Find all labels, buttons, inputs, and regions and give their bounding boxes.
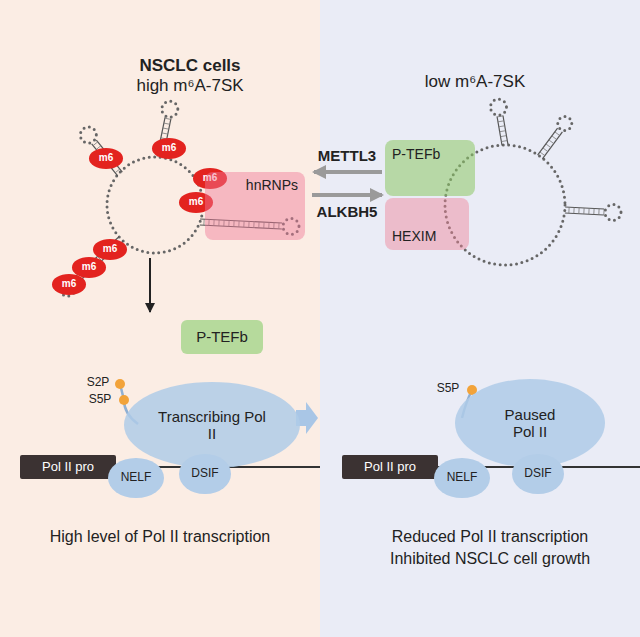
node-text: NELF	[121, 471, 152, 485]
node-text: Transcribing Pol II	[157, 408, 267, 443]
left-panel	[0, 0, 320, 637]
node-text: m6	[99, 152, 113, 164]
base-pair	[598, 209, 599, 215]
base-pair	[93, 142, 98, 146]
m6a-mark: m6	[93, 239, 127, 260]
phospho-dot	[119, 395, 129, 405]
protein-box: P-TEFb	[181, 320, 263, 354]
text-label: Reduced Pol II transcription	[392, 528, 589, 546]
rna-structures	[59, 99, 621, 296]
base-pair	[500, 131, 506, 132]
rna-loop	[490, 99, 506, 115]
base-pair	[573, 207, 574, 213]
node-text: Paused Pol II	[495, 406, 565, 441]
rna-strand	[565, 213, 604, 215]
rna-strand	[497, 117, 502, 146]
base-pair	[546, 144, 551, 148]
right-panel	[320, 0, 640, 637]
promoter-box: Pol II pro	[20, 455, 116, 479]
node-text: DSIF	[524, 467, 551, 481]
rna-strand	[538, 128, 558, 155]
text-label: S5P	[437, 382, 460, 396]
text-label: NSCLC cells	[139, 56, 240, 76]
protein-box: P-TEFb	[385, 140, 475, 196]
base-pair	[555, 132, 560, 136]
rna-loop	[605, 204, 621, 220]
base-pair	[583, 208, 584, 214]
base-pair	[552, 136, 557, 140]
base-pair	[498, 121, 504, 122]
base-pair	[163, 128, 169, 129]
base-pair	[501, 136, 507, 137]
text-label: METTL3	[318, 147, 376, 164]
demethylation-arrow	[312, 193, 382, 197]
text-label: S5P	[89, 393, 112, 407]
node-text: NELF	[447, 471, 478, 485]
rna-strand	[503, 115, 508, 144]
m6a-mark: m6	[89, 148, 123, 169]
base-pair	[568, 207, 569, 213]
factor-circle: DSIF	[179, 454, 230, 494]
node-text: m6	[189, 196, 203, 208]
release-arrow	[149, 258, 151, 312]
methylation-arrow	[314, 170, 382, 174]
node-text: hnRNPs	[246, 177, 298, 193]
factor-circle: DSIF	[512, 454, 563, 494]
node-text: m6	[62, 278, 76, 290]
factor-circle: NELF	[434, 458, 489, 498]
text-label: S2P	[87, 376, 110, 390]
node-text: HEXIM	[392, 228, 436, 244]
base-pair	[164, 123, 170, 124]
factor-circle: NELF	[108, 458, 163, 498]
node-text: m6	[103, 243, 117, 255]
protein-box: hnRNPs	[205, 172, 305, 240]
base-pair	[549, 140, 554, 144]
text-label: High level of Pol II transcription	[50, 528, 271, 546]
m6a-mark: m6	[152, 138, 186, 159]
rna-loop	[558, 117, 572, 131]
node-text: P-TEFb	[392, 146, 440, 162]
base-pair	[578, 208, 579, 214]
node-text: P-TEFb	[196, 328, 248, 345]
text-label: Inhibited NSCLC cell growth	[390, 550, 590, 568]
base-pair	[499, 126, 505, 127]
text-label: low m⁶A-7SK	[425, 72, 526, 92]
base-pair	[115, 169, 120, 173]
phospho-dot	[115, 379, 125, 389]
base-pair	[501, 141, 507, 142]
base-pair	[593, 208, 594, 214]
rna-loop	[80, 127, 96, 143]
node-text: m6	[82, 261, 96, 273]
node-text: DSIF	[191, 467, 218, 481]
rna-strand	[565, 207, 604, 209]
m6a-mark: m6	[52, 274, 86, 295]
base-pair	[543, 148, 548, 152]
base-pair	[162, 133, 168, 134]
protein-box: HEXIM	[385, 198, 469, 250]
node-text: m6	[162, 142, 176, 154]
base-pair	[165, 118, 171, 119]
text-label: ALKBH5	[317, 203, 378, 220]
base-pair	[540, 152, 545, 156]
base-pair	[588, 208, 589, 214]
text-label: high m⁶A-7SK	[136, 76, 243, 96]
rna-loop	[162, 101, 178, 117]
node-text: Pol II pro	[42, 460, 94, 475]
promoter-box: Pol II pro	[342, 455, 438, 479]
node-text: Pol II pro	[364, 460, 416, 475]
